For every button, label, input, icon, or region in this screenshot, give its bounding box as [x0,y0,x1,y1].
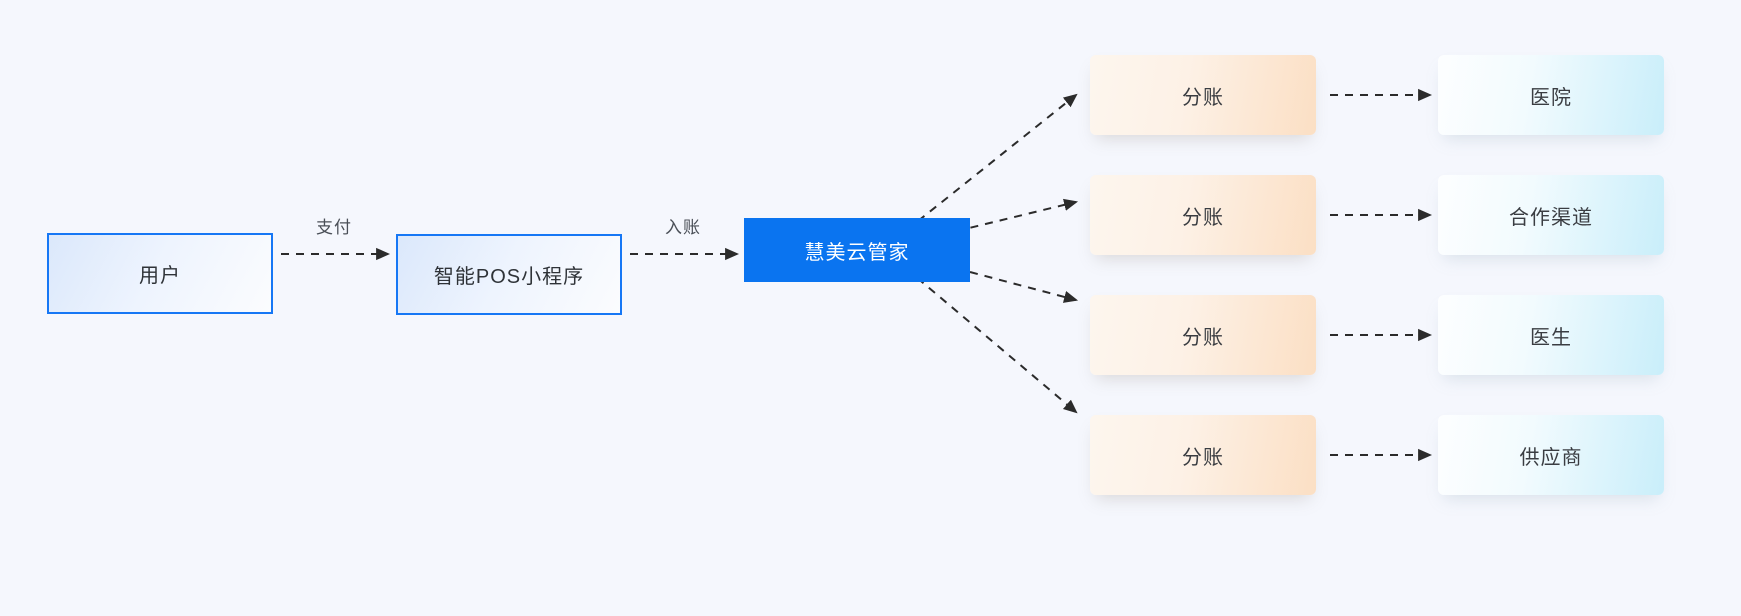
node-recipient-hospital[interactable]: 医院 [1438,55,1664,135]
node-split-account-1[interactable]: 分账 [1090,55,1316,135]
node-huimei-cloud-manager[interactable]: 慧美云管家 [744,218,970,282]
node-split-account-3[interactable]: 分账 [1090,295,1316,375]
node-recipient-partner-channel[interactable]: 合作渠道 [1438,175,1664,255]
node-split-account-2[interactable]: 分账 [1090,175,1316,255]
node-recipient-doctor[interactable]: 医生 [1438,295,1664,375]
node-split-account-4[interactable]: 分账 [1090,415,1316,495]
edge-label-settlement: 入账 [665,218,701,237]
node-smart-pos-miniprogram[interactable]: 智能POS小程序 [396,234,622,315]
edge-label-payment: 支付 [316,218,352,237]
node-user[interactable]: 用户 [47,233,273,314]
node-recipient-supplier[interactable]: 供应商 [1438,415,1664,495]
